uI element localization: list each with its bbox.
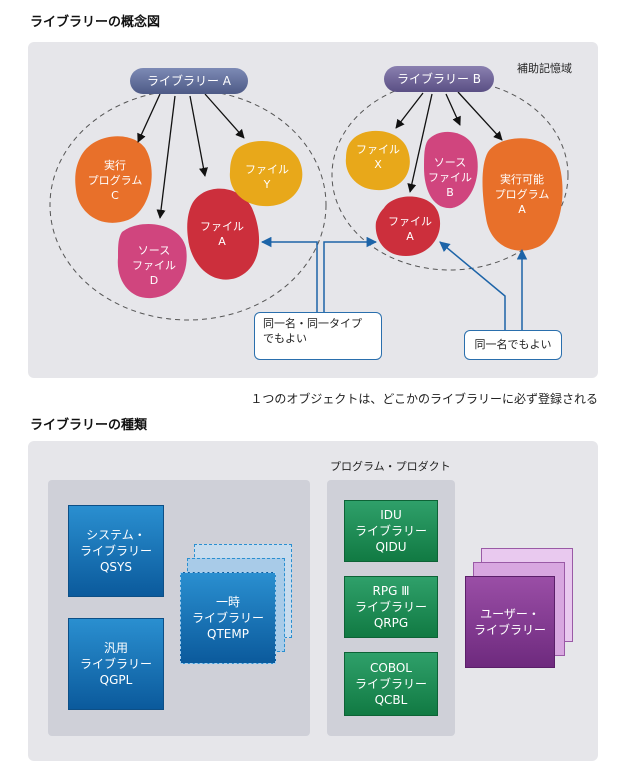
section2-title: ライブラリーの種類 (30, 418, 148, 433)
blob-source-d (117, 224, 187, 299)
product-library-cobol: COBOL ライブラリー QCBL (344, 652, 438, 716)
label-source-d: ソース ファイル D (132, 244, 176, 287)
label-file-a-right: ファイル A (388, 215, 432, 243)
temp-library-stack: 一時 ライブラリー QTEMP (180, 544, 295, 672)
library-a-pill: ライブラリー A (130, 68, 248, 94)
callout-same-name-type: 同一名・同一タイプ でもよい (254, 312, 382, 360)
label-file-x: ファイル X (356, 143, 400, 171)
section1-title: ライブラリーの概念図 (30, 15, 161, 30)
label-file-a-left: ファイル A (200, 220, 244, 248)
user-library-stack: ユーザー・ ライブラリー (465, 548, 585, 678)
blob-file-a-left (187, 188, 260, 280)
user-library-box: ユーザー・ ライブラリー (465, 576, 555, 668)
product-library-rpg: RPG Ⅲ ライブラリー QRPG (344, 576, 438, 638)
product-label: プログラム・プロダクト (330, 460, 451, 473)
blob-program-c (75, 136, 152, 223)
product-library-idu: IDU ライブラリー QIDU (344, 500, 438, 562)
temp-library-box: 一時 ライブラリー QTEMP (180, 572, 276, 664)
callout-same-name: 同一名でもよい (464, 330, 562, 360)
blob-exec-a (482, 138, 563, 251)
concept-diagram (49, 79, 569, 330)
general-library-box: 汎用 ライブラリー QGPL (68, 618, 164, 710)
blob-source-b (424, 131, 478, 209)
blob-file-a-right (375, 196, 441, 256)
library-b-pill: ライブラリー B (384, 66, 494, 92)
label-source-b: ソース ファイル B (428, 156, 472, 199)
system-library-box: システム・ ライブラリー QSYS (68, 505, 164, 597)
footnote: １つのオブジェクトは、どこかのライブラリーに必ず登録される (250, 392, 598, 406)
label-file-y: ファイル Y (245, 163, 289, 191)
label-program-c: 実行 プログラム C (87, 159, 143, 202)
blob-file-x (345, 130, 410, 191)
label-exec-a: 実行可能 プログラム A (494, 173, 550, 216)
storage-label: 補助記憶域 (517, 62, 572, 75)
blob-file-y (229, 140, 303, 207)
library-b-circle (331, 79, 569, 271)
